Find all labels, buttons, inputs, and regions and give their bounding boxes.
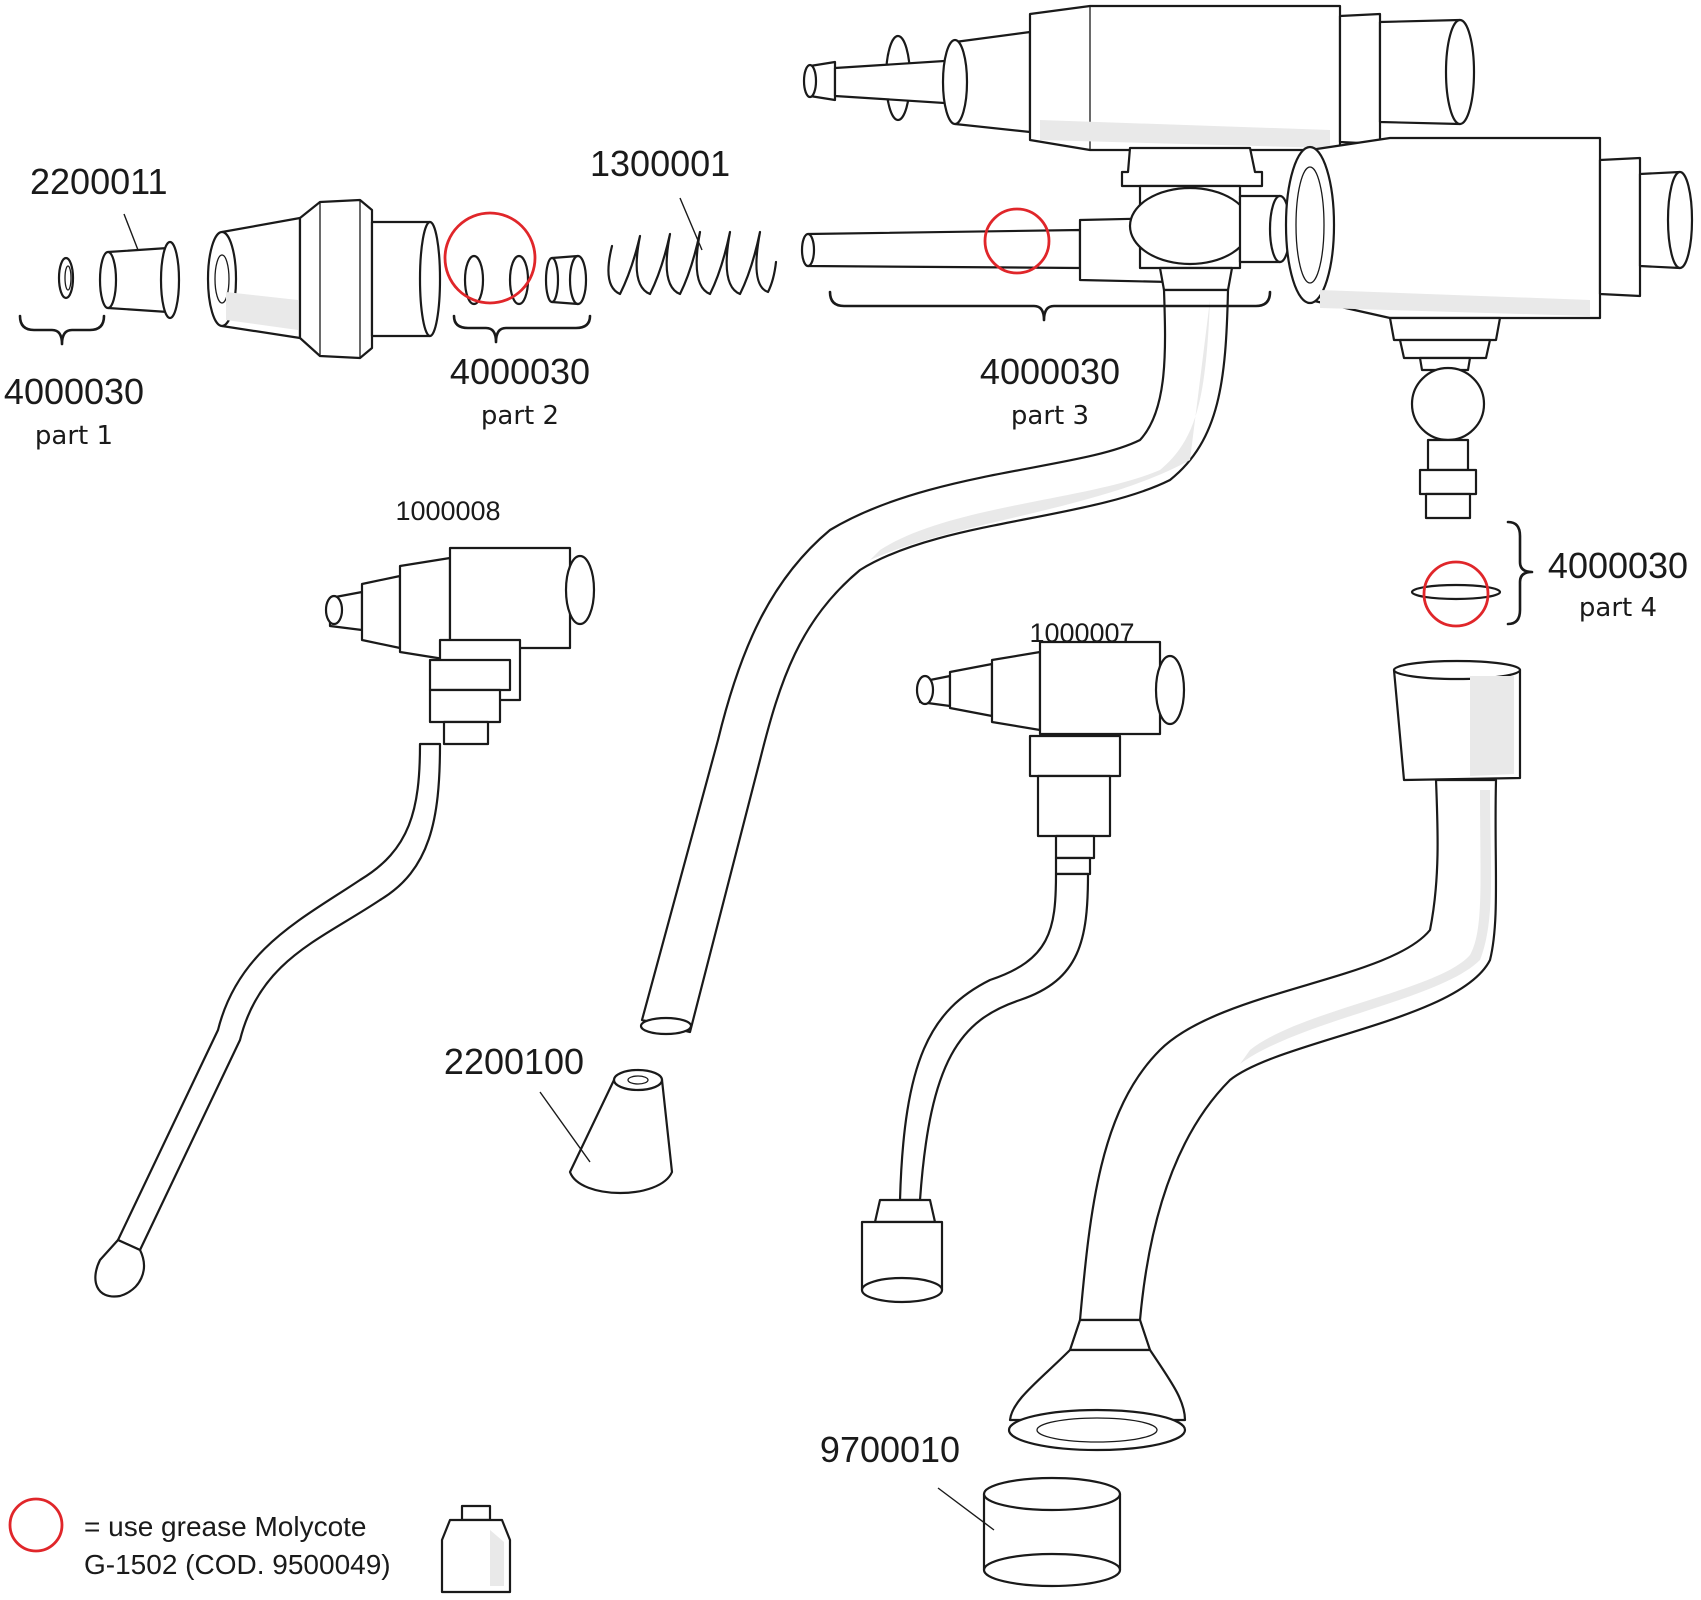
valve-body-nut: [206, 198, 442, 360]
steam-tap-1000008: [94, 546, 596, 1298]
grease-mark-part-4: [1422, 560, 1490, 628]
bushing-2200011: [98, 240, 181, 320]
large-steam-wand: [639, 288, 1230, 1036]
circlip: [57, 256, 75, 300]
label-1000007: 1000007: [1029, 618, 1134, 648]
grease-marks: [8, 207, 1490, 1553]
label-1000008: 1000008: [395, 496, 500, 526]
bracket-part-3: [828, 290, 1272, 322]
label-2200011: 2200011: [30, 161, 167, 202]
leader-2200011: [123, 213, 139, 251]
legend-line-1: = use grease Molycote: [84, 1511, 367, 1542]
grease-mark-stem: [983, 207, 1051, 275]
right-steam-valve-body: [1284, 136, 1694, 520]
tip-2200100: [568, 1068, 674, 1195]
legend-grease-mark: [8, 1497, 64, 1553]
valve-stem: [800, 216, 1180, 284]
large-steam-valve-body: [802, 4, 1476, 292]
label-2200100: 2200100: [444, 1041, 584, 1082]
bracket-part-1: [18, 314, 106, 346]
label-kit-part-2-code: 4000030: [450, 351, 590, 392]
legend-line-2: G-1502 (COD. 9500049): [84, 1549, 391, 1580]
small-bushing: [544, 254, 588, 306]
leader-2200100: [539, 1091, 591, 1163]
label-kit-part-3-name: part 3: [1011, 401, 1089, 431]
label-9700010: 9700010: [820, 1429, 960, 1470]
label-kit-part-3-code: 4000030: [980, 351, 1120, 392]
steam-tap-1000007: [860, 640, 1186, 1304]
o-ring-part-4: [1410, 583, 1502, 601]
label-kit-part-1-name: part 1: [35, 421, 113, 451]
label-kit-part-4-code: 4000030: [1548, 545, 1688, 586]
spring-1300001: [607, 230, 778, 296]
bracket-part-2: [452, 314, 592, 344]
leader-1300001: [679, 197, 703, 251]
o-rings-part-2: [463, 254, 530, 306]
label-1300001: 1300001: [590, 143, 730, 184]
right-steam-wand: [1007, 659, 1522, 1452]
label-kit-part-1-code: 4000030: [4, 371, 144, 412]
label-kit-part-2-name: part 2: [481, 401, 559, 431]
bracket-part-4: [1506, 520, 1534, 626]
label-kit-part-4-name: part 4: [1579, 593, 1657, 623]
grease-mark-o-rings: [443, 211, 537, 305]
grease-tube-icon: [440, 1504, 512, 1594]
leader-9700010: [937, 1487, 995, 1531]
cap-9700010: [982, 1476, 1122, 1588]
